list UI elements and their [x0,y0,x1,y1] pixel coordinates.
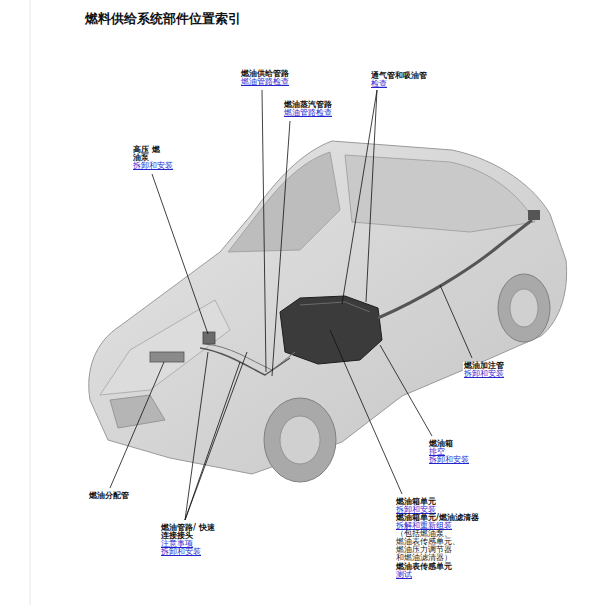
leader-line [380,345,432,436]
part-label: 燃油箱 [428,440,454,448]
part-label: 燃油表传感单元 [395,563,453,571]
fuel-lines [200,348,290,375]
filler-pipe [378,220,532,318]
leader-lines [110,90,472,520]
leader-line [366,90,377,302]
tank-highlight [300,302,370,312]
link-label: 测试 [395,571,413,579]
part-label: 通气管和吸油管 [370,72,428,80]
page-margin [30,0,31,605]
front-rim [280,416,320,464]
fuel-rail [150,352,184,362]
leader-line [152,174,208,334]
leader-line [185,352,247,520]
diagram-title: 燃料供给系统部件位置索引 [85,10,241,28]
fuel-lines [205,344,295,370]
leader-line [440,285,472,358]
rear-wheel [498,274,550,342]
leader-line [185,362,240,520]
link-label: 排空 [428,448,446,456]
part-label: 燃油蒸汽管路 [283,101,333,109]
part-label: 燃油加注管 [463,362,505,370]
link-label: 燃油管路检查 [240,78,290,86]
part-label: 高压 燃油泵 [132,146,164,162]
link-label: 检查 [370,80,388,88]
link-label: 拆卸和安装 [132,162,174,170]
part-label: 燃油分配管 [88,492,130,500]
leader-line [342,90,377,304]
part-label: 燃油供给管路 [240,70,290,78]
note-text: （包括燃油泵、 燃油表传感单元、 燃油压力调节器 和燃油滤清器） [395,530,463,562]
part-label: 燃油箱单元/燃油滤清器 [395,514,480,522]
part-label: 燃油箱单元 [395,498,437,506]
link-label: 拆卸和安装 [160,548,202,556]
front-wheel [264,398,336,482]
leader-line [185,352,208,520]
filler-neck [528,210,540,220]
fuel-tank [280,296,382,364]
side-windows [345,155,535,232]
rear-rim [510,289,538,327]
leader-line [110,362,164,488]
fuel-pump [203,332,215,344]
link-label: 拆卸和安装 [463,370,505,378]
link-label: 燃油管路检查 [283,109,333,117]
part-label: 燃油管路/ 快速连接接头 [160,524,216,540]
leader-line [330,330,402,494]
leader-line [262,90,266,372]
link-label: 拆解和重新组装 [395,522,453,530]
link-label: 注意事项 [160,540,194,548]
hood [100,300,230,395]
link-label: 拆卸和安装 [428,456,470,464]
link-label: 拆卸和安装 [395,506,437,514]
leader-line [272,121,290,376]
